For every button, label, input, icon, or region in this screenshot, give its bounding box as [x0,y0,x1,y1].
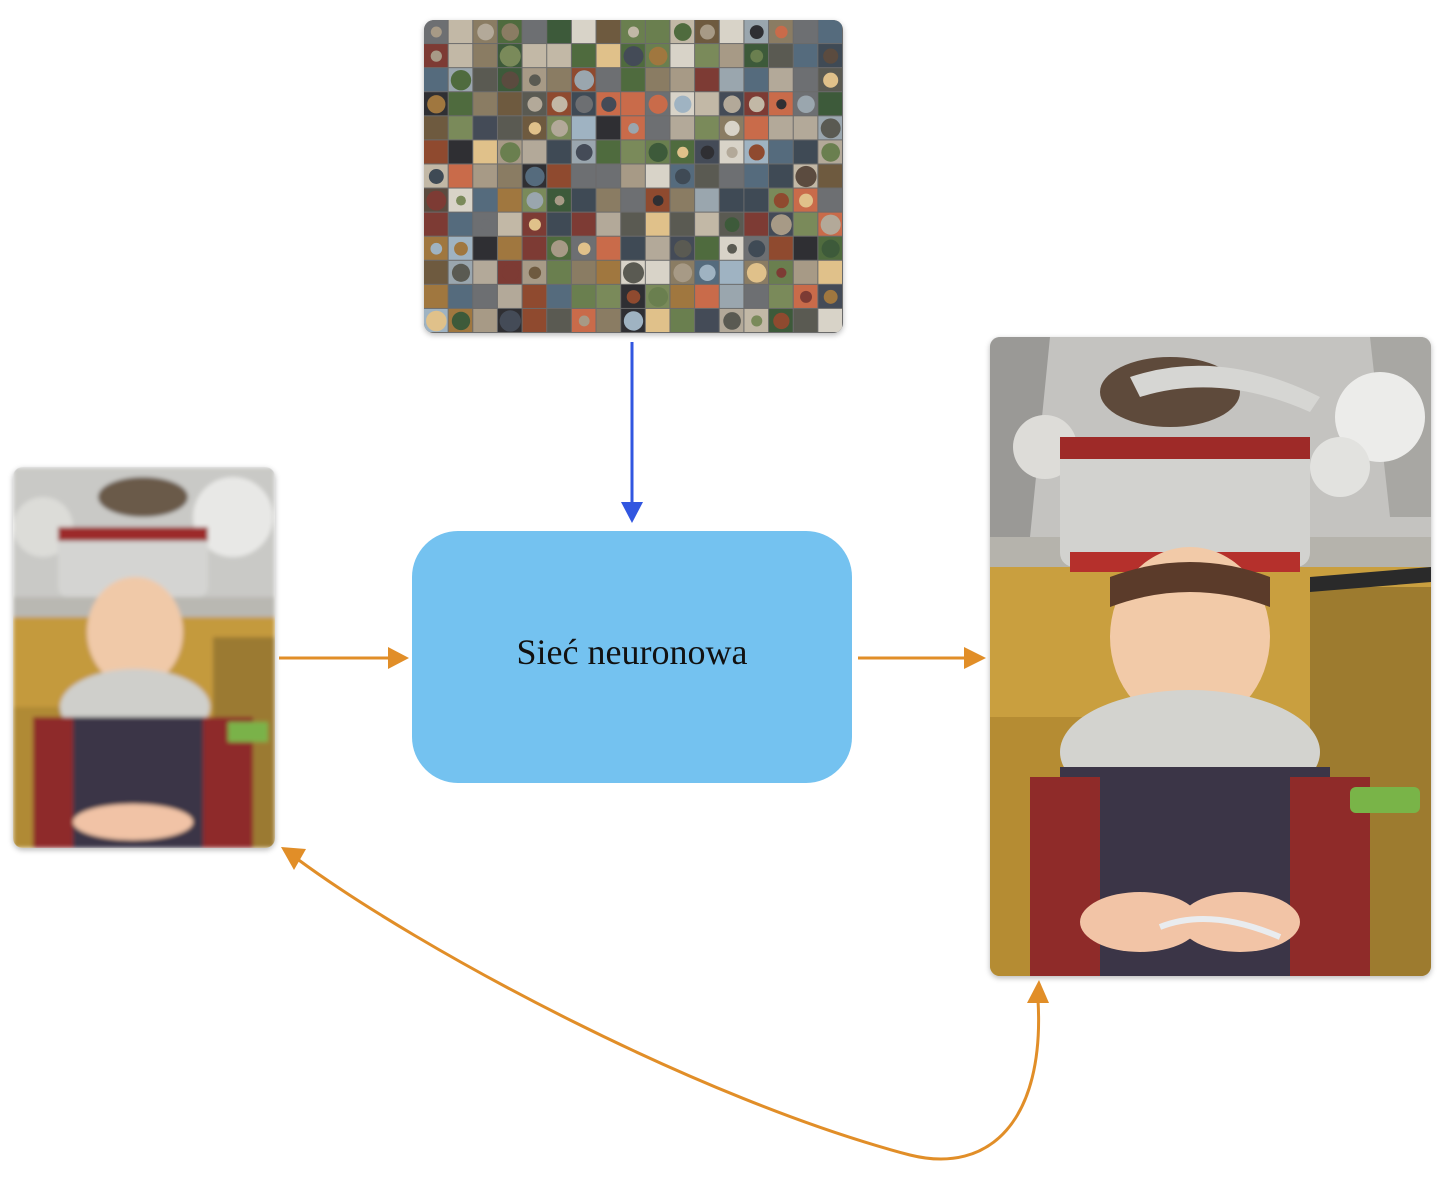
network-to-output-arrow [858,647,986,669]
dataset-image-grid [424,20,843,333]
input-to-network-arrow [279,647,409,669]
input-image-low-res [13,467,275,848]
low-resolution-portrait-icon [13,467,275,848]
input-output-comparison-arrow [281,847,1049,1161]
neural-network-box: Sieć neuronowa [412,531,852,783]
output-image-high-res [990,337,1431,976]
neural-network-label: Sieć neuronowa [516,632,748,672]
high-resolution-portrait-icon [990,337,1431,976]
image-grid-icon [424,20,842,332]
training-data-arrow [621,342,643,523]
